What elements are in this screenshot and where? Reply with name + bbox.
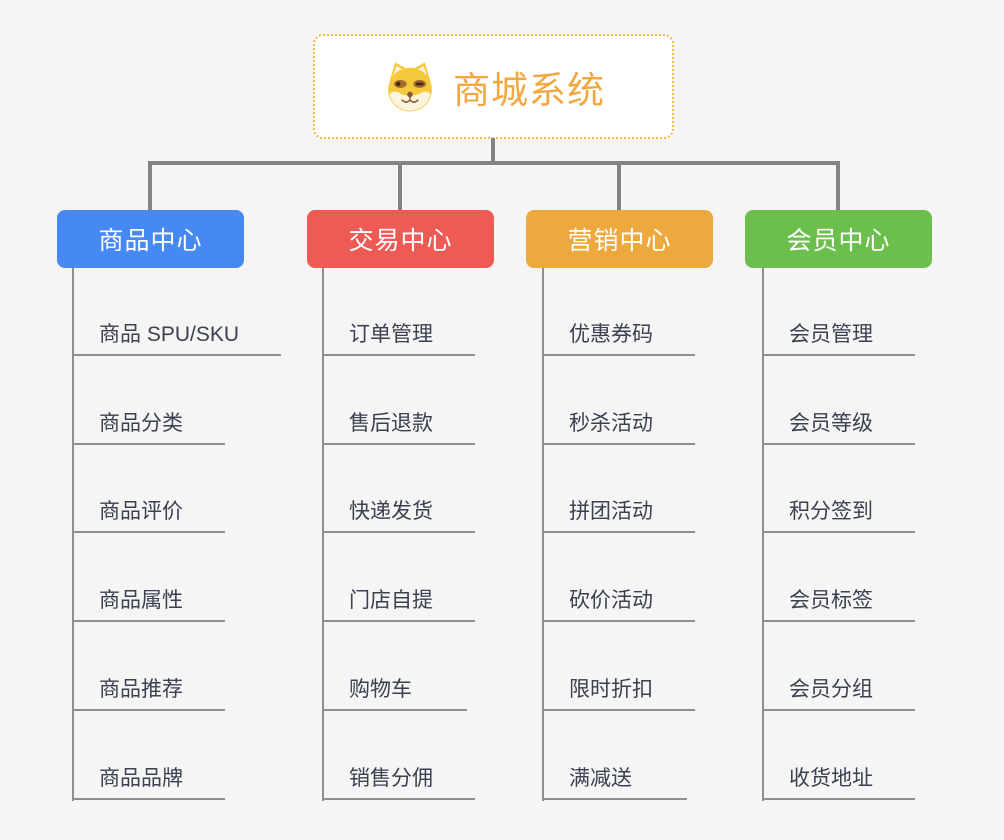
leaf-node[interactable]: 会员分组 <box>762 622 915 711</box>
root-node[interactable]: 商城系统 <box>313 34 674 139</box>
branch-trunk-member <box>762 268 764 801</box>
leaf-label: 快递发货 <box>349 500 433 524</box>
leaf-label: 商品 SPU/SKU <box>99 322 240 346</box>
branch-trunk-trade <box>322 268 324 801</box>
leaf-label: 砍价活动 <box>569 589 653 613</box>
branch-label: 商品中心 <box>98 227 203 255</box>
branch-header-trade[interactable]: 交易中心 <box>307 210 494 268</box>
branch-label: 会员中心 <box>786 227 891 255</box>
connector-drop-4 <box>836 163 840 210</box>
leaf-node[interactable]: 拼团活动 <box>542 445 695 534</box>
leaf-label: 会员等级 <box>789 411 873 435</box>
leaf-node[interactable]: 商品分类 <box>72 356 225 445</box>
leaf-label: 限时折扣 <box>569 677 653 701</box>
dog-face-icon <box>388 62 432 111</box>
leaf-column-marketing: 优惠券码 秒杀活动 拼团活动 砍价活动 限时折扣 满减送 <box>542 267 695 800</box>
connector-horizontal-bar <box>148 161 840 165</box>
leaf-label: 商品属性 <box>99 589 183 613</box>
leaf-node[interactable]: 砍价活动 <box>542 533 695 623</box>
leaf-column-member: 会员管理 会员等级 积分签到 会员标签 会员分组 收货地址 <box>762 267 915 800</box>
leaf-label: 满减送 <box>569 766 632 790</box>
leaf-node[interactable]: 门店自提 <box>322 533 475 623</box>
connector-drop-2 <box>398 163 402 210</box>
leaf-node[interactable]: 会员等级 <box>762 356 915 445</box>
leaf-node[interactable]: 会员标签 <box>762 533 915 623</box>
leaf-node[interactable]: 售后退款 <box>322 356 475 445</box>
leaf-label: 售后退款 <box>349 411 433 435</box>
leaf-node[interactable]: 购物车 <box>322 622 467 711</box>
leaf-label: 收货地址 <box>789 766 873 790</box>
connector-drop-1 <box>148 163 152 210</box>
leaf-node[interactable]: 订单管理 <box>322 267 475 356</box>
leaf-label: 秒杀活动 <box>569 411 653 435</box>
leaf-label: 商品推荐 <box>99 677 183 701</box>
branch-label: 营销中心 <box>567 227 672 255</box>
branch-trunk-marketing <box>542 268 544 801</box>
leaf-node[interactable]: 商品评价 <box>72 445 225 534</box>
leaf-node[interactable]: 优惠券码 <box>542 267 695 356</box>
leaf-node[interactable]: 商品推荐 <box>72 622 225 711</box>
branch-label: 交易中心 <box>348 227 453 255</box>
branch-header-member[interactable]: 会员中心 <box>745 210 932 268</box>
leaf-label: 销售分佣 <box>349 766 433 790</box>
leaf-node[interactable]: 商品品牌 <box>72 711 225 800</box>
leaf-node[interactable]: 商品 SPU/SKU <box>72 267 282 356</box>
connector-drop-3 <box>617 163 621 210</box>
leaf-node[interactable]: 满减送 <box>542 711 687 800</box>
connector-root-stub <box>491 138 495 163</box>
branch-header-marketing[interactable]: 营销中心 <box>526 210 713 268</box>
leaf-label: 商品品牌 <box>99 766 183 790</box>
leaf-label: 购物车 <box>349 677 412 701</box>
leaf-node[interactable]: 销售分佣 <box>322 711 475 800</box>
branch-trunk-goods <box>72 268 74 801</box>
leaf-column-trade: 订单管理 售后退款 快递发货 门店自提 购物车 销售分佣 <box>322 267 475 800</box>
leaf-label: 会员管理 <box>789 322 873 346</box>
leaf-label: 拼团活动 <box>569 500 653 524</box>
leaf-label: 商品分类 <box>99 411 183 435</box>
leaf-node[interactable]: 商品属性 <box>72 533 225 623</box>
leaf-label: 积分签到 <box>789 500 873 524</box>
leaf-node[interactable]: 快递发货 <box>322 445 475 534</box>
leaf-node[interactable]: 秒杀活动 <box>542 356 695 445</box>
root-title: 商城系统 <box>453 69 605 111</box>
leaf-label: 商品评价 <box>99 500 183 524</box>
leaf-column-goods: 商品 SPU/SKU 商品分类 商品评价 商品属性 商品推荐 商品品牌 <box>72 267 282 800</box>
leaf-label: 订单管理 <box>349 322 433 346</box>
leaf-label: 门店自提 <box>349 589 433 613</box>
leaf-label: 会员分组 <box>789 677 873 701</box>
leaf-node[interactable]: 收货地址 <box>762 711 915 800</box>
leaf-node[interactable]: 积分签到 <box>762 445 915 534</box>
leaf-label: 优惠券码 <box>569 322 653 346</box>
leaf-label: 会员标签 <box>789 589 873 613</box>
branch-header-goods[interactable]: 商品中心 <box>57 210 244 268</box>
leaf-node[interactable]: 会员管理 <box>762 267 915 356</box>
leaf-node[interactable]: 限时折扣 <box>542 622 695 711</box>
